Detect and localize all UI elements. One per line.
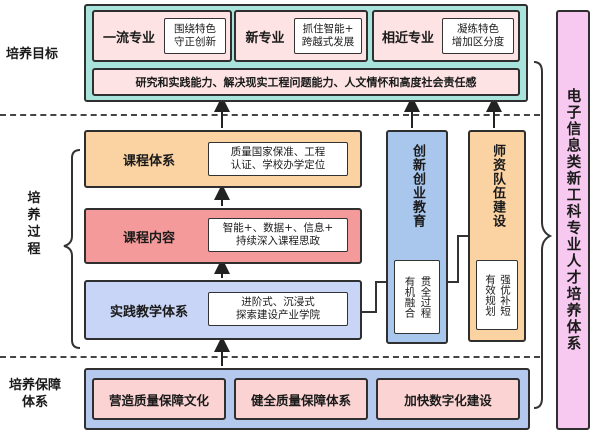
guarantee-item-digital: 加快数字化建设 <box>376 378 520 420</box>
goal-card-title: 相近专业 <box>381 30 434 46</box>
curriculum-system-desc: 质量国家保准、工程 认证、学校办学定位 <box>208 142 348 176</box>
goal-card-title: 一流专业 <box>102 30 155 46</box>
system-title-box: 电子信息类新工科专业人才培养体系 <box>556 10 590 430</box>
innovation-desc-col: 有机融合 <box>403 276 416 318</box>
innovation-title: 创新创业教育 <box>410 144 425 228</box>
goal-section-label: 培养目标 <box>5 47 58 62</box>
faculty-column: 师资队伍建设 强优补短 有效规划 <box>468 130 526 342</box>
goal-container: 一流专业 围绕特色 守正创新 新专业 抓住智能+ 跨越式发展 相近专业 凝练特色… <box>84 4 528 102</box>
innovation-desc-col: 贯全过程 <box>419 276 432 318</box>
process-section-label: 培 养 过 程 <box>27 191 41 257</box>
curriculum-system-title: 课程体系 <box>122 153 175 169</box>
goal-abilities: 研究和实践能力、解决现实工程问题能力、人文情怀和高度社会责任感 <box>92 68 520 96</box>
faculty-desc-col: 有效规划 <box>484 274 496 316</box>
guarantee-container: 营造质量保障文化 健全质量保障体系 加快数字化建设 <box>84 368 530 430</box>
goal-card-similar: 相近专业 凝练特色 增加区分度 <box>372 10 520 62</box>
goal-card-desc: 围绕特色 守正创新 <box>164 18 226 54</box>
innovation-column: 创新创业教育 贯全过程 有机融合 <box>386 130 448 344</box>
innovation-desc: 贯全过程 有机融合 <box>394 260 440 334</box>
goal-card-first-class: 一流专业 围绕特色 守正创新 <box>92 10 232 62</box>
curriculum-content-title: 课程内容 <box>122 230 175 246</box>
system-bracket <box>533 61 553 409</box>
curriculum-system: 课程体系 质量国家保准、工程 认证、学校办学定位 <box>84 130 362 188</box>
separator-process-guarantee <box>0 356 540 358</box>
faculty-desc-col: 强优补短 <box>499 274 511 316</box>
separator-goal-process <box>0 114 540 116</box>
faculty-title: 师资队伍建设 <box>490 144 505 228</box>
practice-system-desc: 进阶式、沉浸式 探索建设产业学院 <box>208 292 348 326</box>
connector-faculty <box>448 235 468 283</box>
goal-card-desc: 凝练特色 增加区分度 <box>442 18 514 54</box>
goal-card-new-major: 新专业 抓住智能+ 跨越式发展 <box>234 10 368 62</box>
goal-card-title: 新专业 <box>245 30 285 46</box>
connector-innovation <box>362 281 386 313</box>
practice-system: 实践教学体系 进阶式、沉浸式 探索建设产业学院 <box>84 280 362 340</box>
guarantee-section-label: 培养保障 体系 <box>8 378 61 410</box>
curriculum-content-desc: 智能+、数据+、信息+ 持续深入课程思政 <box>208 218 348 252</box>
practice-system-title: 实践教学体系 <box>109 304 188 320</box>
process-bracket <box>63 149 81 349</box>
system-title: 电子信息类新工科专业人才培养体系 <box>564 88 581 352</box>
guarantee-item-system: 健全质量保障体系 <box>234 378 368 420</box>
curriculum-content: 课程内容 智能+、数据+、信息+ 持续深入课程思政 <box>84 208 362 264</box>
goal-card-desc: 抓住智能+ 跨越式发展 <box>294 18 362 54</box>
faculty-desc: 强优补短 有效规划 <box>476 260 518 330</box>
guarantee-item-culture: 营造质量保障文化 <box>92 378 226 420</box>
